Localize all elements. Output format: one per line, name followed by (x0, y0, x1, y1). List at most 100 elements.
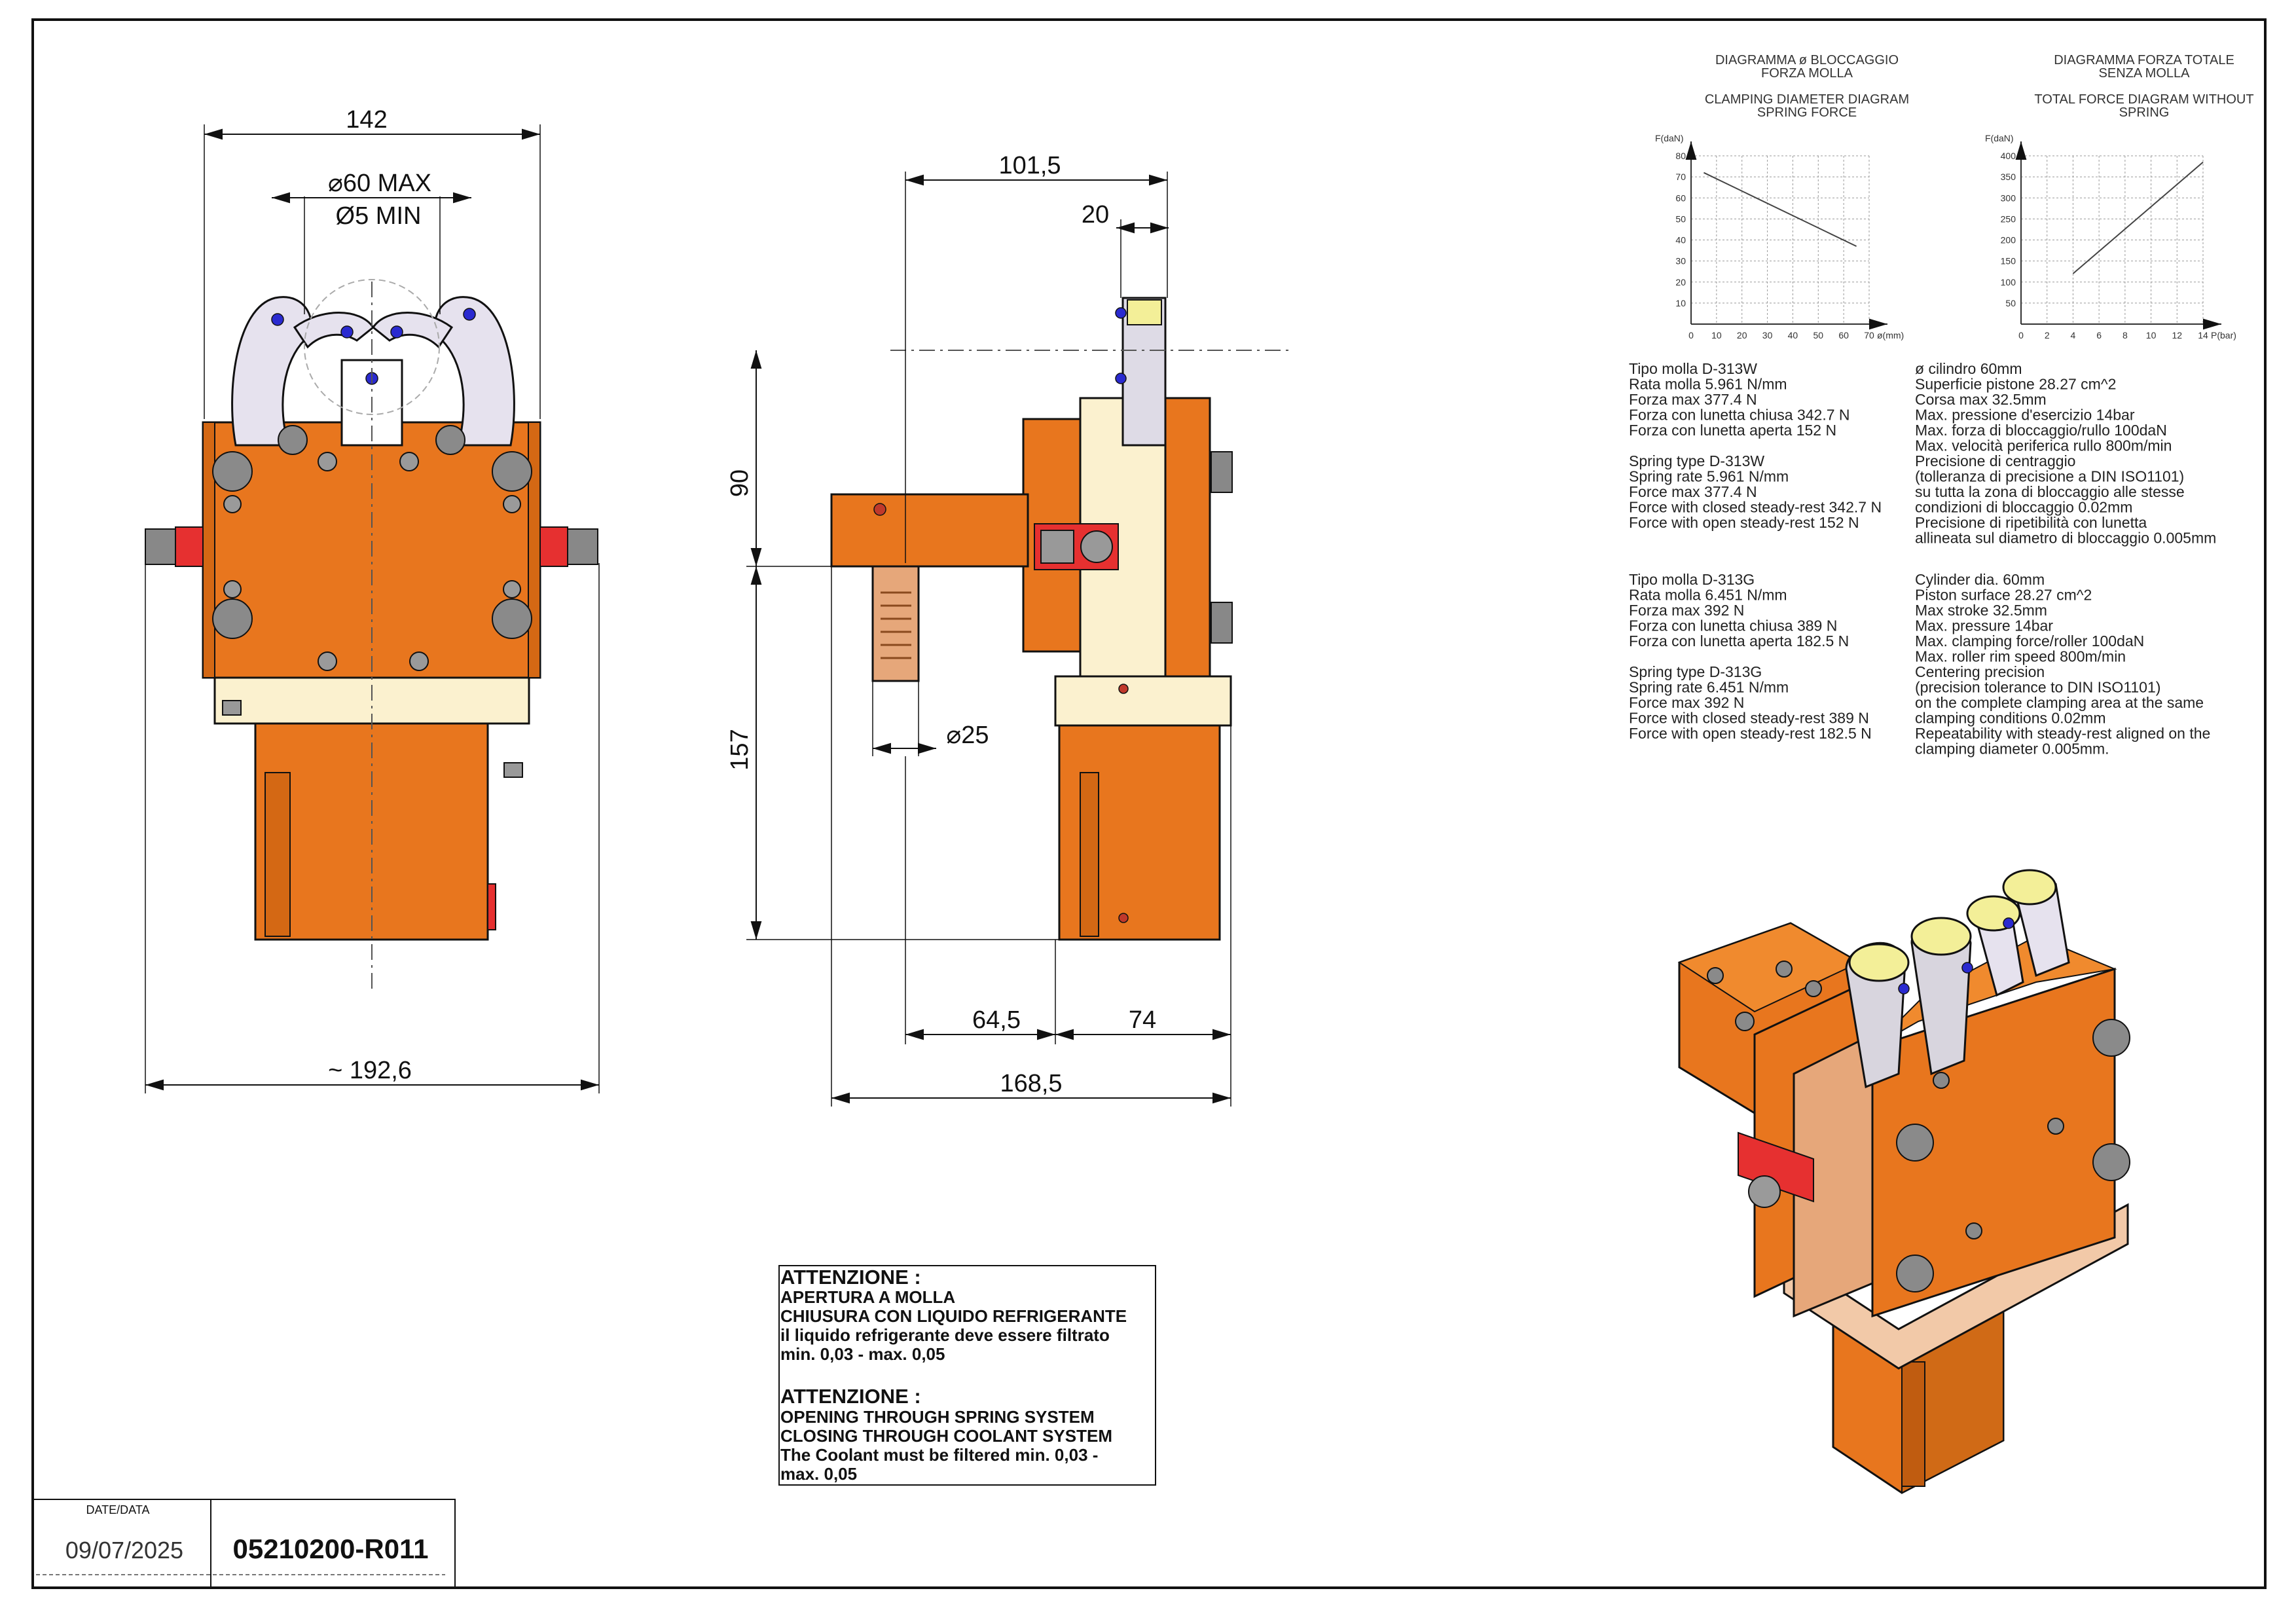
graph-right-title-it-2: SENZA MOLLA (2099, 66, 2191, 81)
date-label: DATE/DATA (86, 1503, 149, 1516)
side-bolt-lower (1211, 602, 1233, 644)
spec-line: Max. pressione d'esercizio 14bar (1915, 407, 2135, 424)
dim-side-lower: 157 (726, 729, 754, 770)
dim-front-dia-max: ⌀60 MAX (328, 170, 431, 197)
note-en-line-1: OPENING THROUGH SPRING SYSTEM (780, 1407, 1095, 1427)
y-tick-label: 80 (1675, 151, 1686, 161)
front-fitting-left (175, 526, 204, 567)
dim-front-overall: ~ 192,6 (328, 1057, 412, 1084)
dim-side-top: 101,5 (998, 152, 1061, 179)
side-roller-pin (1115, 307, 1127, 319)
spec-line: Force with closed steady-rest 342.7 N (1629, 499, 1882, 516)
spec-line: Superficie pistone 28.27 cm^2 (1915, 376, 2116, 393)
spec-line: Spring rate 6.451 N/mm (1629, 679, 1789, 696)
side-cylinder-slot (1080, 772, 1099, 937)
front-body-right-rail (528, 422, 541, 678)
y-tick-label: 60 (1675, 192, 1686, 203)
attention-note: ATTENZIONE : APERTURA A MOLLA CHIUSURA C… (778, 1265, 1156, 1486)
spec-line: Force max 392 N (1629, 694, 1744, 711)
dim-side-left: 64,5 (972, 1006, 1021, 1034)
spec-line: Spring rate 5.961 N/mm (1629, 468, 1789, 485)
y-tick-label: 150 (2001, 256, 2016, 266)
spec-line: su tutta la zona di bloccaggio alle stes… (1915, 483, 2185, 500)
x-tick-label: 14 (2198, 330, 2208, 340)
spec-line: Piston surface 28.27 cm^2 (1915, 587, 2092, 604)
y-tick-label: 100 (2001, 277, 2016, 287)
front-clamp-circle (304, 279, 440, 415)
x-tick-label: 8 (2123, 330, 2128, 340)
spec-line: Max. clamping force/roller 100daN (1915, 632, 2144, 650)
side-roller-tip (1127, 299, 1162, 325)
x-tick-label: 0 (1688, 330, 1694, 340)
spec-line: allineata sul diametro di bloccaggio 0.0… (1915, 530, 2216, 547)
spec-line: Rata molla 5.961 N/mm (1629, 376, 1787, 393)
side-shank-thread (881, 591, 911, 659)
spec-line: Force with open steady-rest 182.5 N (1629, 725, 1872, 742)
sheet-border (31, 18, 2267, 1589)
spec-line: Rata molla 6.451 N/mm (1629, 587, 1787, 604)
x-tick-label: 20 (1737, 330, 1747, 340)
side-plate-dot (1118, 684, 1129, 694)
series-line (2072, 161, 2204, 274)
spec-line: Corsa max 32.5mm (1915, 391, 2047, 408)
graph-left-title-it-2: FORZA MOLLA (1761, 66, 1853, 81)
note-it-line-2: CHIUSURA CON LIQUIDO REFRIGERANTE (780, 1306, 1127, 1326)
side-view: 101,5 20 90 157 ⌀25 64,5 74 168,5 (726, 152, 1290, 1107)
spec-line: Forza max 377.4 N (1629, 391, 1757, 408)
spec-line: Max. pressure 14bar (1915, 617, 2053, 634)
dim-side-roller: 20 (1082, 201, 1109, 229)
y-tick-label: 50 (1675, 213, 1686, 224)
x-tick-label: 30 (1762, 330, 1773, 340)
front-view: 142 ⌀60 MAX Ø5 MIN ~ 192,6 (145, 106, 600, 1093)
front-jaw-right (433, 296, 515, 447)
y-tick-label: 400 (2001, 151, 2016, 161)
note-en-line-2: CLOSING THROUGH COOLANT SYSTEM (780, 1426, 1112, 1446)
front-blue-pins (271, 308, 476, 385)
y-tick-label: 70 (1675, 172, 1686, 182)
spec-line: Forza con lunetta aperta 182.5 N (1629, 632, 1849, 650)
spec-line: Forza con lunetta chiusa 389 N (1629, 617, 1837, 634)
x-tick-label: 40 (1788, 330, 1798, 340)
spec-line: clamping conditions 0.02mm (1915, 710, 2105, 727)
iso-blue-pins (1898, 917, 2014, 995)
front-fitting-right (539, 526, 568, 567)
note-frame (778, 1265, 1156, 1486)
graph-right-title-en-2: SPRING (2119, 105, 2170, 120)
graph-total-force: DIAGRAMMA FORZA TOTALE SENZA MOLLA TOTAL… (1985, 53, 2254, 340)
note-it-line-3: il liquido refrigerante deve essere filt… (780, 1325, 1110, 1345)
y-axis-label: F(daN) (1985, 133, 2014, 143)
note-en-title: ATTENZIONE : (780, 1385, 921, 1408)
dim-front-dia-min: Ø5 MIN (336, 202, 422, 230)
side-plate (1054, 675, 1232, 727)
graph-spring-force: DIAGRAMMA ø BLOCCAGGIO FORZA MOLLA CLAMP… (1655, 53, 1909, 340)
x-axis-label: P(bar) (2211, 330, 2236, 340)
front-red-plug (487, 883, 496, 930)
x-tick-label: 60 (1838, 330, 1849, 340)
x-tick-label: 50 (1813, 330, 1823, 340)
x-tick-label: 0 (2018, 330, 2024, 340)
spec-line: Force with closed steady-rest 389 N (1629, 710, 1869, 727)
spec-line: condizioni di bloccaggio 0.02mm (1915, 499, 2132, 516)
y-tick-label: 200 (2001, 235, 2016, 246)
series-line (1703, 172, 1857, 247)
spec-line: Forza max 392 N (1629, 602, 1744, 619)
spec-line: Spring type D-313G (1629, 663, 1762, 680)
x-tick-label: 6 (2096, 330, 2102, 340)
x-tick-label: 10 (2146, 330, 2157, 340)
iso-screws (1707, 961, 2130, 1292)
x-tick-label: 12 (2172, 330, 2182, 340)
iso-red-bolt (1748, 1175, 1781, 1208)
note-it-line-1: APERTURA A MOLLA (780, 1287, 955, 1307)
x-axis-label: ø(mm) (1877, 330, 1904, 340)
spec-line: (precision tolerance to DIN ISO1101) (1915, 679, 2160, 696)
y-tick-label: 30 (1675, 256, 1686, 266)
spec-line: Centering precision (1915, 663, 2045, 680)
spec-line: (tolleranza di precisione a DIN ISO1101) (1915, 468, 2184, 485)
isometric-view (1677, 869, 2130, 1494)
dim-side-right: 74 (1129, 1006, 1156, 1034)
side-bolt-upper (1211, 451, 1233, 493)
side-red-round (1080, 530, 1113, 563)
